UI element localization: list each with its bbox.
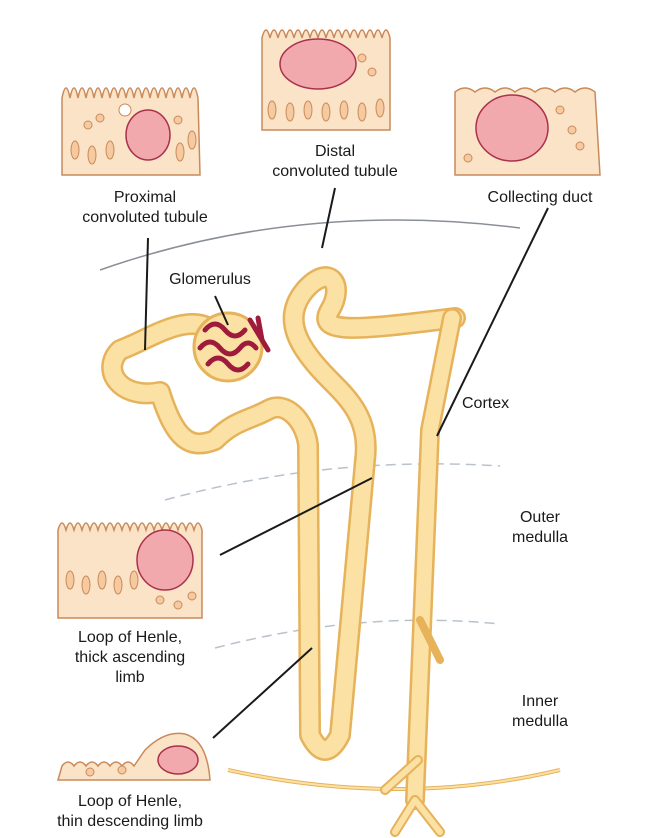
label-proximal-tubule: Proximal convoluted tubule bbox=[50, 188, 240, 228]
outer-medulla-boundary bbox=[164, 463, 501, 501]
label-glomerulus: Glomerulus bbox=[140, 270, 280, 290]
label-thin-descending-limb: Loop of Henle, thin descending limb bbox=[20, 792, 240, 832]
label-line: Proximal bbox=[113, 189, 177, 206]
collecting-duct-cell bbox=[454, 87, 601, 176]
label-line: Cortex bbox=[462, 395, 510, 412]
label-line: medulla bbox=[511, 713, 569, 730]
label-line: convoluted tubule bbox=[82, 209, 208, 226]
label-line: Glomerulus bbox=[169, 271, 251, 288]
label-line: thick ascending bbox=[74, 649, 186, 666]
label-line: Loop of Henle, bbox=[77, 629, 183, 646]
glomerulus-capillary-tuft bbox=[192, 311, 271, 383]
label-line: medulla bbox=[511, 529, 569, 546]
label-line: thin descending limb bbox=[57, 813, 203, 830]
label-outer-medulla: Outer medulla bbox=[490, 508, 590, 548]
label-cortex: Cortex bbox=[462, 394, 562, 414]
label-line: Outer bbox=[519, 509, 560, 526]
nephron-tubule bbox=[101, 266, 466, 761]
label-collecting-duct: Collecting duct bbox=[460, 188, 620, 208]
label-inner-medulla: Inner medulla bbox=[490, 692, 590, 732]
label-line: Distal bbox=[314, 143, 355, 160]
thick-ascending-limb-cell bbox=[57, 522, 203, 619]
label-line: Inner bbox=[521, 693, 559, 710]
proximal-tubule-cell bbox=[61, 87, 201, 176]
collecting-duct-tube bbox=[380, 308, 462, 837]
label-line: limb bbox=[115, 669, 145, 686]
distal-tubule-cell bbox=[261, 29, 391, 131]
label-distal-tubule: Distal convoluted tubule bbox=[240, 142, 430, 182]
label-line: Loop of Henle, bbox=[77, 793, 183, 810]
label-line: convoluted tubule bbox=[272, 163, 398, 180]
label-line: Collecting duct bbox=[487, 189, 593, 206]
label-thick-ascending-limb: Loop of Henle, thick ascending limb bbox=[40, 628, 220, 688]
cortex-boundary-line bbox=[99, 219, 521, 271]
thin-descending-limb-cell bbox=[57, 732, 211, 781]
pointer-lines bbox=[144, 187, 549, 739]
